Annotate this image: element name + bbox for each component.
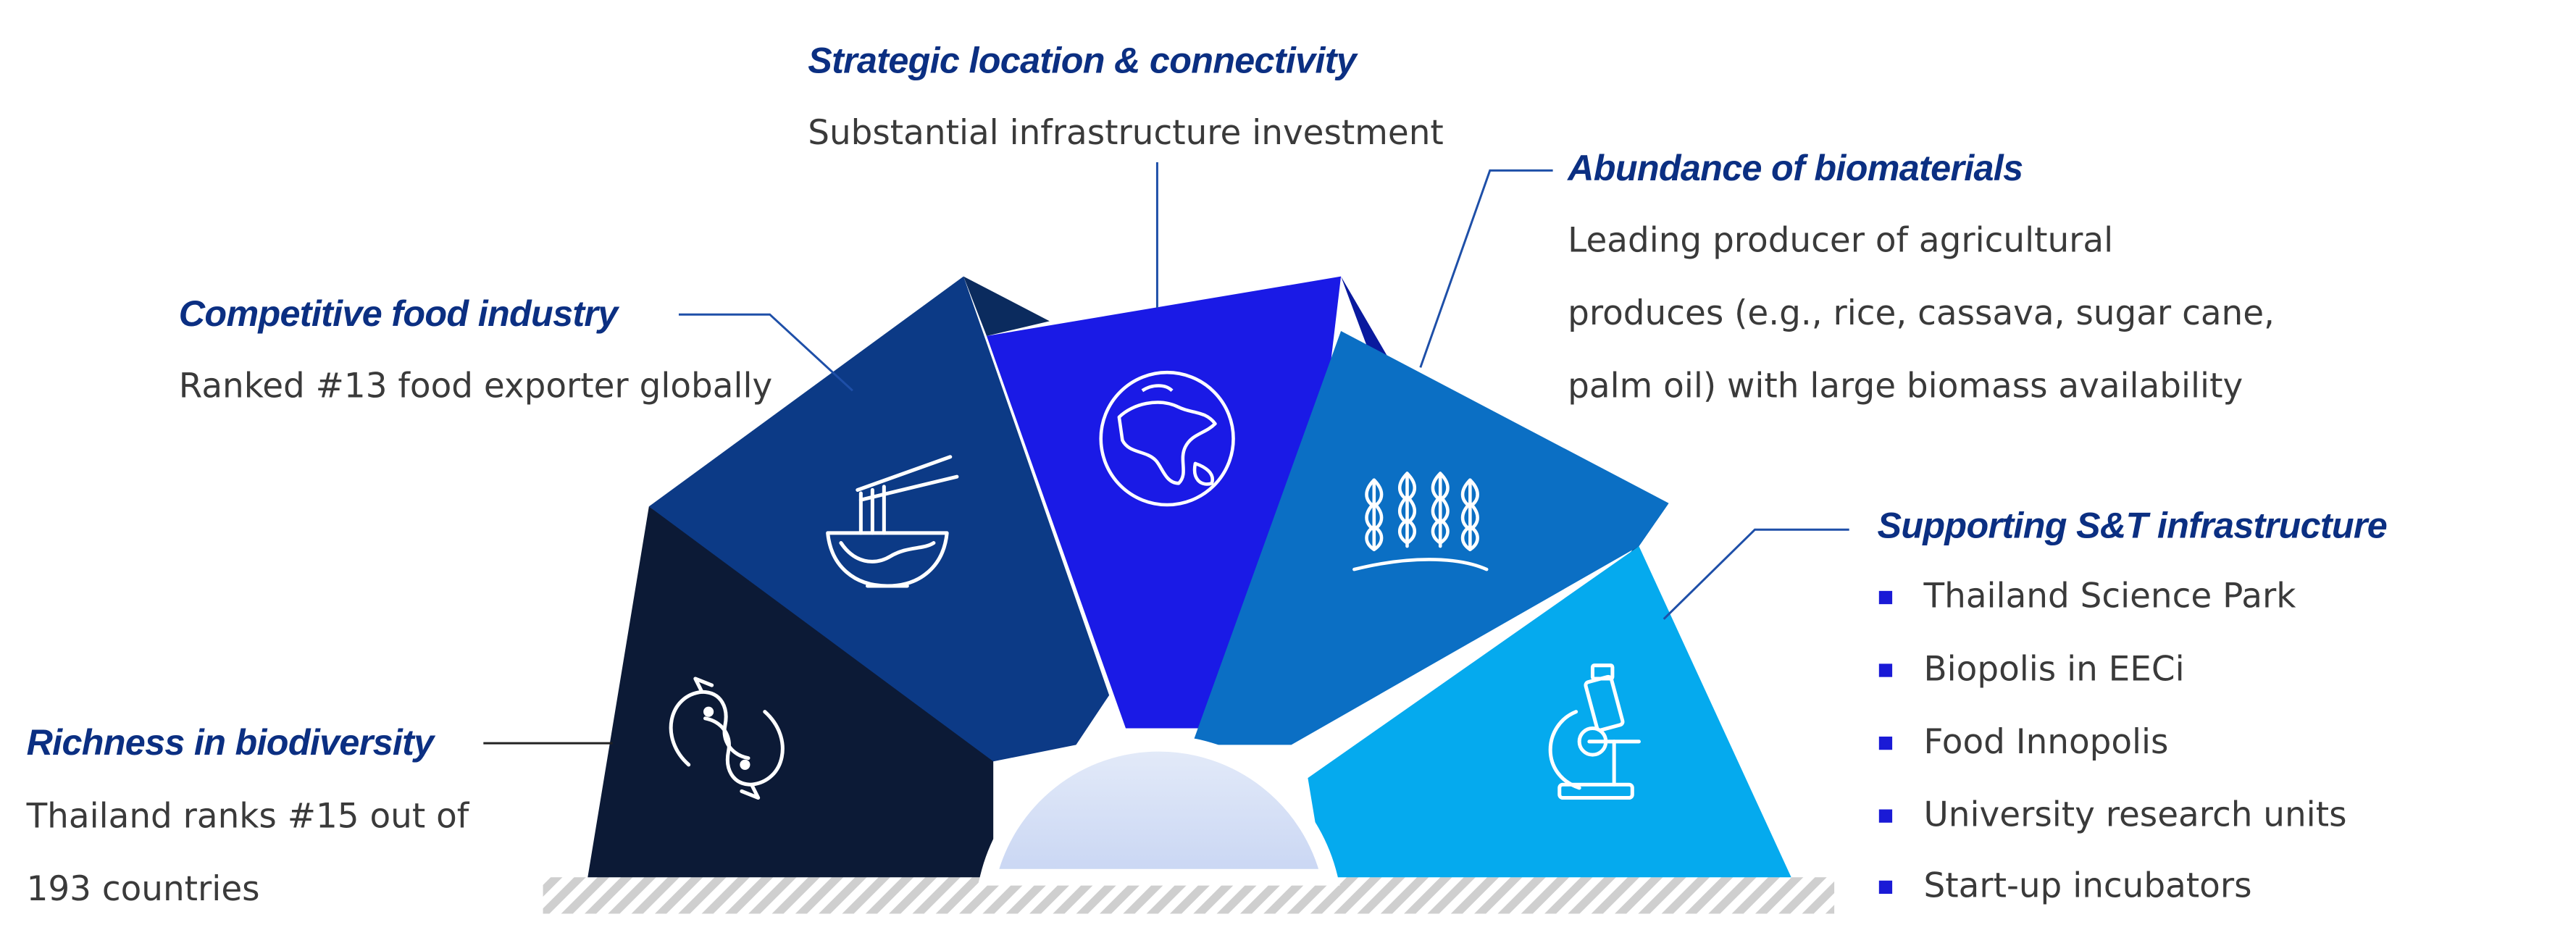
microscope-icon xyxy=(1548,663,1641,800)
heading-location: Strategic location & connectivity xyxy=(808,39,1357,81)
wheat-icon xyxy=(1352,472,1489,571)
text-biomaterials-line-2: produces (e.g., rice, cassava, sugar can… xyxy=(1568,293,2275,333)
leader-line-food xyxy=(678,313,853,392)
noodle-bowl-icon xyxy=(826,455,959,588)
bullet-infrastructure-1: Thailand Science Park xyxy=(1878,576,2296,616)
segment-biomaterials xyxy=(1192,331,1669,745)
segment-infrastructure xyxy=(1308,546,1791,878)
text-location-line-1: Substantial infrastructure investment xyxy=(808,112,1444,153)
bullet-infrastructure-3: Food Innopolis xyxy=(1878,721,2168,761)
heading-food: Competitive food industry xyxy=(178,293,618,335)
bullet-infrastructure-4: University research units xyxy=(1878,795,2346,834)
text-biodiversity-line-2: 193 countries xyxy=(26,868,260,909)
segment-biodiversity xyxy=(587,506,994,878)
text-food-line-1: Ranked #13 food exporter globally xyxy=(178,366,773,406)
segment-location-fold xyxy=(1341,276,1394,368)
globe-icon xyxy=(1099,370,1235,507)
bullet-infrastructure-5: Start-up incubators xyxy=(1878,866,2252,905)
heading-biomaterials: Abundance of biomaterials xyxy=(1568,147,2023,189)
leader-line-biomaterials xyxy=(1419,169,1553,368)
text-biodiversity-line-1: Thailand ranks #15 out of xyxy=(26,796,469,837)
leader-line-infrastructure xyxy=(1663,528,1849,620)
heading-biodiversity: Richness in biodiversity xyxy=(26,721,435,763)
segment-food xyxy=(648,276,1110,762)
text-biomaterials-line-1: Leading producer of agricultural xyxy=(1568,219,2114,260)
hub-semicircle xyxy=(977,734,1340,886)
segment-food-fold xyxy=(963,276,1050,336)
fish-yin-yang-icon xyxy=(669,676,785,800)
bullet-infrastructure-2: Biopolis in EECi xyxy=(1878,649,2185,689)
text-biomaterials-line-3: palm oil) with large biomass availabilit… xyxy=(1568,366,2243,406)
heading-infrastructure: Supporting S&T infrastructure xyxy=(1877,505,2388,547)
